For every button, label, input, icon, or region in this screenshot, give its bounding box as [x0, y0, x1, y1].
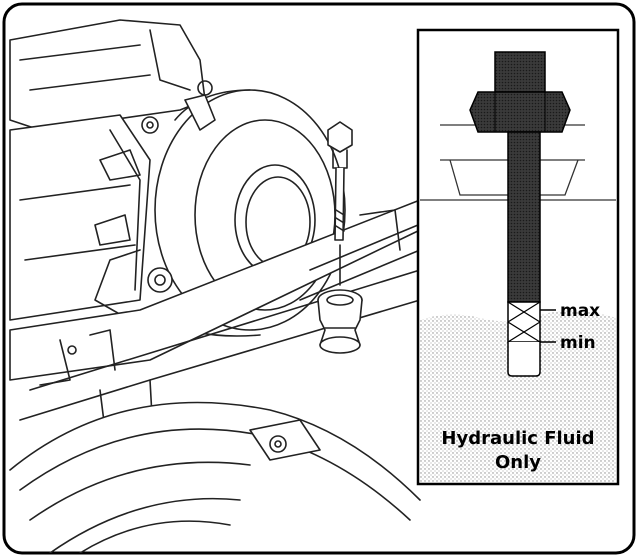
fluid-label-line1: Hydraulic Fluid	[441, 428, 594, 449]
min-label: min	[560, 333, 596, 353]
machine-illustration	[9, 19, 431, 553]
dipstick-inset-panel: max min Hydraulic Fluid Only	[416, 28, 620, 486]
fluid-region	[420, 310, 616, 482]
fluid-label-line2: Only	[495, 452, 541, 473]
max-label: max	[560, 301, 600, 321]
dipstick-rod	[507, 131, 541, 303]
dipstick-cap	[494, 51, 546, 93]
